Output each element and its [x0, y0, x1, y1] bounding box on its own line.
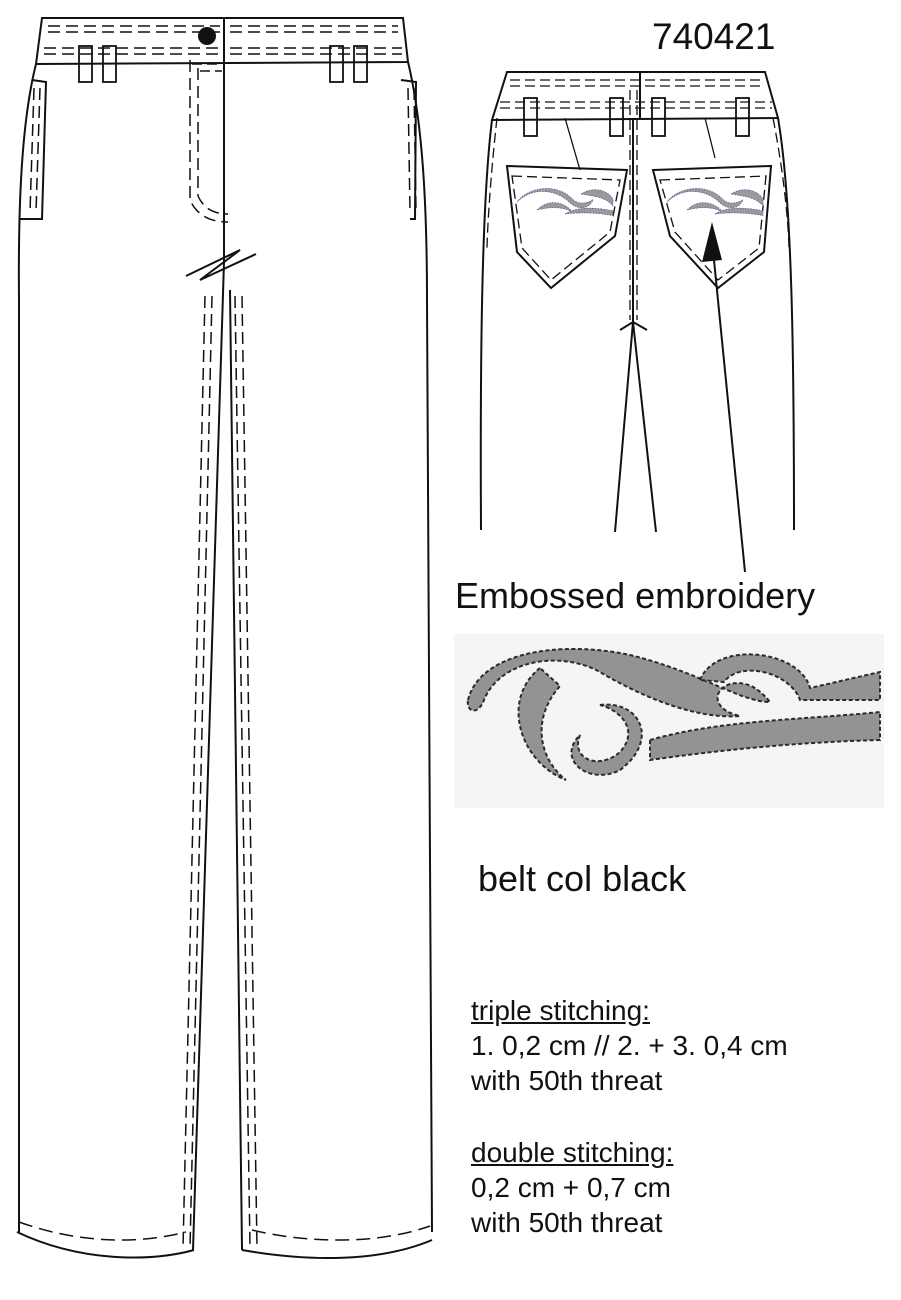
double-stitching-measurements: 0,2 cm + 0,7 cm	[471, 1172, 671, 1203]
triple-stitching-spec: triple stitching: 1. 0,2 cm // 2. + 3. 0…	[471, 993, 788, 1098]
pocket-embroidery-left	[516, 188, 614, 216]
embroidery-label: Embossed embroidery	[455, 575, 816, 616]
double-stitching-thread: with 50th threat	[471, 1207, 663, 1238]
triple-stitching-measurements: 1. 0,2 cm // 2. + 3. 0,4 cm	[471, 1030, 788, 1061]
triple-stitching-thread: with 50th threat	[471, 1065, 663, 1096]
front-view-trousers	[16, 17, 433, 1260]
embroidery-detail-panel	[454, 634, 884, 808]
embroidery-pointer-arrow	[702, 222, 746, 573]
style-number: 740421	[652, 16, 776, 57]
pocket-embroidery-right	[666, 188, 764, 216]
back-view-trousers	[479, 71, 795, 533]
double-stitching-heading: double stitching:	[471, 1137, 674, 1168]
triple-stitching-heading: triple stitching:	[471, 995, 650, 1026]
belt-color-note: belt col black	[478, 858, 687, 899]
double-stitching-spec: double stitching: 0,2 cm + 0,7 cm with 5…	[471, 1135, 673, 1240]
